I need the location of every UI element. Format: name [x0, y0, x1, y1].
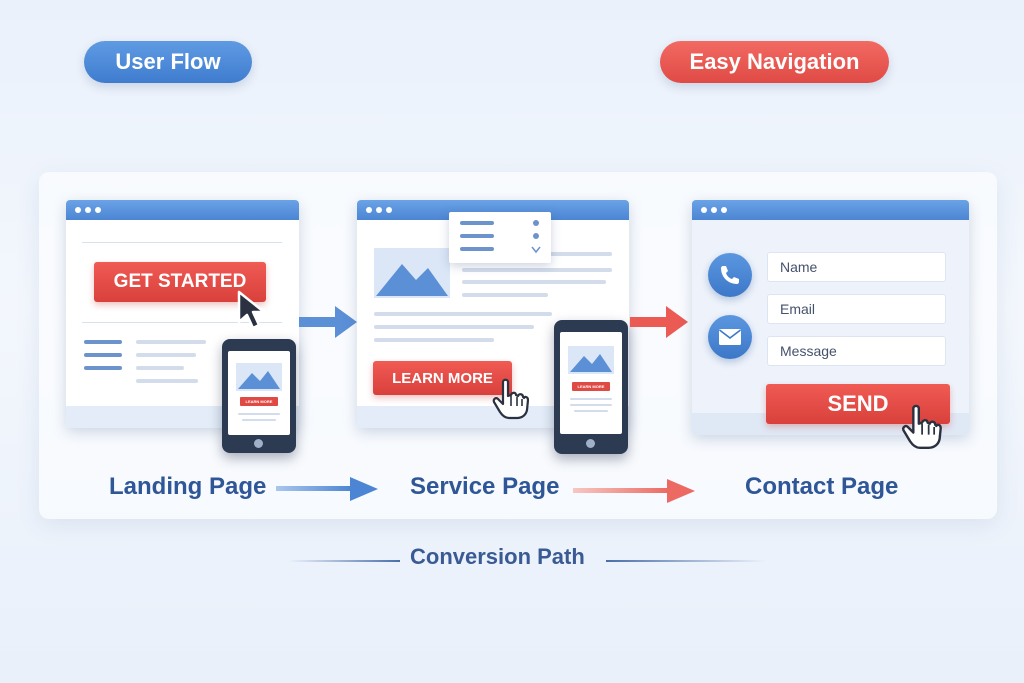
arrow-right-blue-icon: [276, 477, 378, 501]
service-phone-mockup: LEARN MORE: [554, 320, 628, 454]
mail-icon: [708, 315, 752, 359]
cursor-arrow-icon: [237, 290, 266, 330]
chevron-down-icon: [531, 246, 541, 254]
get-started-button[interactable]: GET STARTED: [94, 262, 266, 302]
window-title-bar: [357, 200, 629, 220]
arrow-right-blue-icon: [299, 306, 357, 338]
divider-right: [606, 560, 766, 562]
learn-more-button[interactable]: LEARN MORE: [373, 361, 512, 395]
send-button[interactable]: SEND: [766, 384, 950, 424]
conversion-path-label: Conversion Path: [410, 544, 585, 569]
phone-learn-more-chip: LEARN MORE: [572, 382, 610, 391]
user-flow-pill: User Flow: [84, 41, 252, 83]
service-page-label: Service Page: [410, 473, 560, 500]
name-field[interactable]: Name: [767, 252, 946, 282]
message-field[interactable]: Message: [767, 336, 946, 366]
landing-page-label: Landing Page: [109, 473, 267, 500]
divider-left: [288, 560, 400, 562]
hand-pointer-icon: [902, 404, 942, 450]
dropdown-menu[interactable]: [449, 212, 551, 263]
arrow-right-red-icon: [573, 479, 695, 503]
landing-phone-mockup: LEARN MORE: [222, 339, 296, 453]
window-title-bar: [66, 200, 299, 220]
window-title-bar: [692, 200, 969, 220]
phone-learn-more-chip: LEARN MORE: [240, 397, 278, 406]
image-placeholder-icon: [374, 248, 450, 298]
arrow-right-red-icon: [630, 306, 688, 338]
contact-page-label: Contact Page: [745, 473, 899, 500]
phone-icon: [708, 253, 752, 297]
easy-navigation-pill: Easy Navigation: [660, 41, 889, 83]
email-field[interactable]: Email: [767, 294, 946, 324]
hand-pointer-icon: [492, 378, 529, 420]
